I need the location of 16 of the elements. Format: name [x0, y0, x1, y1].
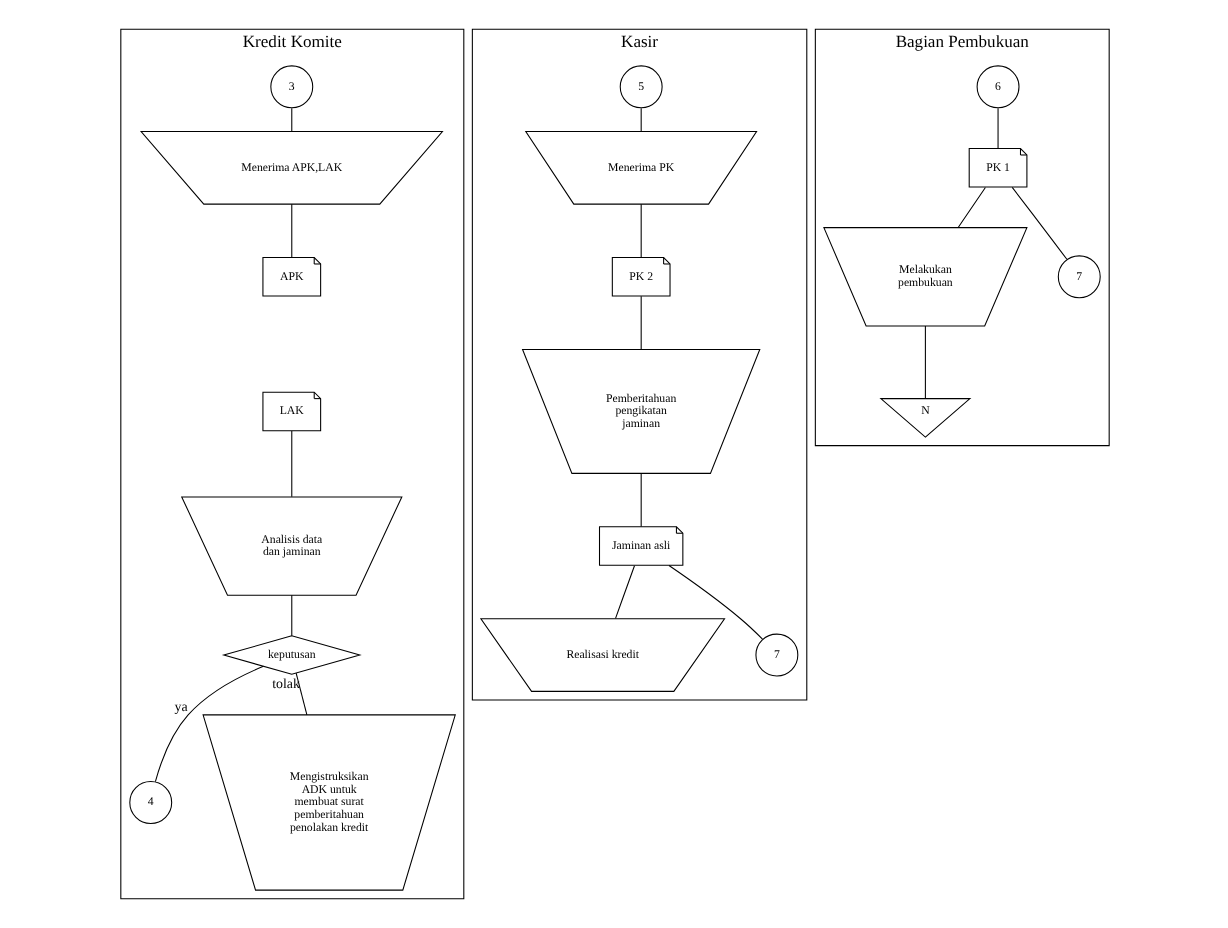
connector — [1010, 186, 1067, 260]
connector — [639, 203, 641, 258]
connector — [290, 107, 292, 132]
connector — [667, 565, 762, 640]
connector — [923, 325, 925, 399]
connector — [290, 430, 292, 498]
connector — [956, 186, 985, 229]
connector — [290, 594, 292, 637]
connector — [996, 107, 998, 149]
connector — [639, 473, 641, 528]
connector — [153, 665, 263, 783]
connector — [614, 565, 634, 619]
connector — [639, 107, 641, 132]
connector — [290, 203, 292, 258]
connector — [294, 672, 307, 716]
connector — [639, 295, 641, 350]
